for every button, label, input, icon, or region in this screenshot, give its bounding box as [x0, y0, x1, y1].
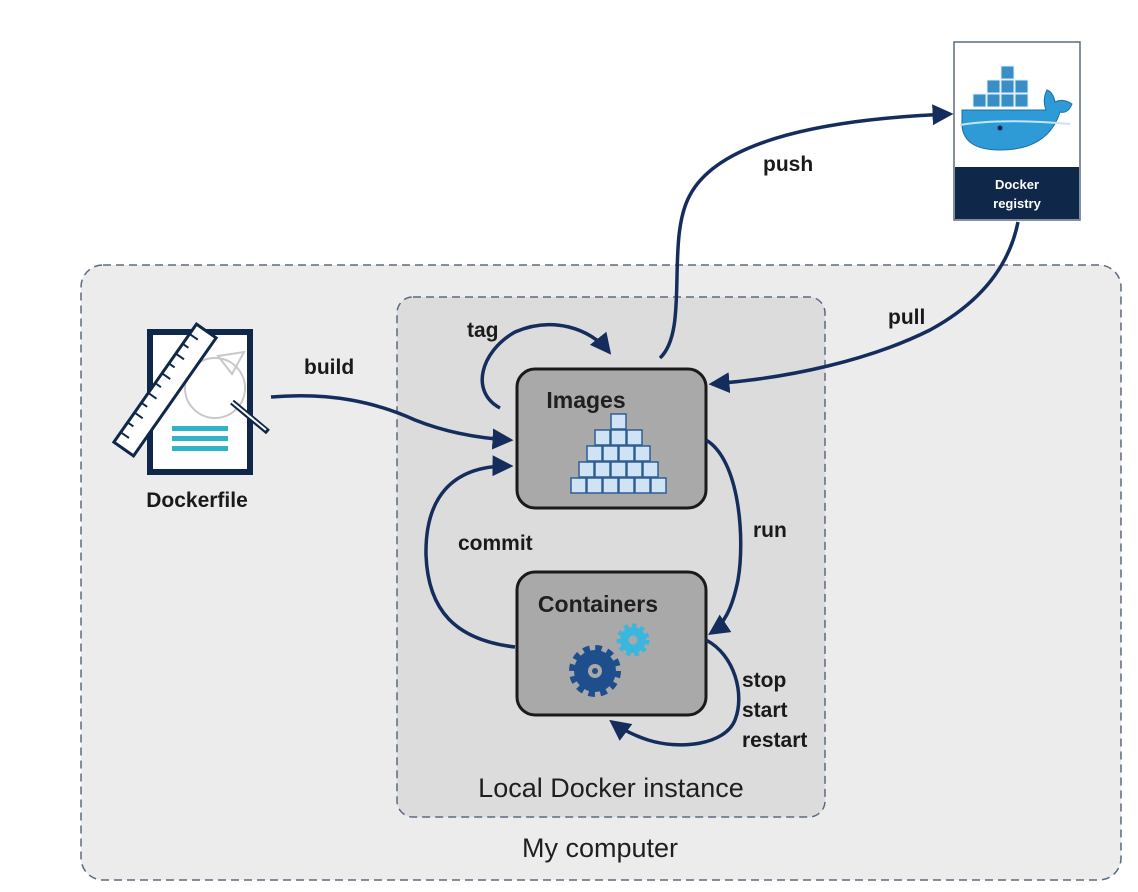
stacked-cubes-icon — [570, 413, 667, 494]
dockerfile-document-icon — [111, 322, 270, 475]
docker-whale-icon — [959, 65, 1073, 151]
tag-label: tag — [467, 319, 499, 342]
restart-label: restart — [742, 729, 807, 752]
start-label: start — [742, 699, 788, 722]
small-gear-icon — [616, 623, 650, 657]
commit-label: commit — [458, 532, 533, 555]
pull-label: pull — [888, 306, 925, 329]
pull-arrow: pull — [708, 221, 1020, 394]
containers-node[interactable]: Containers — [515, 570, 708, 717]
tag-arrow: tag — [467, 319, 612, 410]
build-arrow: build — [270, 356, 514, 450]
stop-start-restart-arrow: stop start restart — [609, 638, 807, 752]
dockerfile-label: Dockerfile — [146, 489, 248, 512]
dockerfile-node[interactable]: Dockerfile — [111, 322, 270, 512]
docker-registry-node[interactable]: Docker registry — [953, 41, 1081, 221]
stop-label: stop — [742, 669, 786, 692]
images-node[interactable]: Images — [515, 367, 708, 510]
large-gear-icon — [569, 645, 621, 697]
registry-label-line2: registry — [993, 196, 1041, 211]
push-arrow: push — [658, 104, 954, 360]
run-arrow: run — [705, 438, 787, 635]
run-label: run — [753, 519, 787, 542]
commit-arrow: commit — [424, 455, 533, 649]
push-label: push — [763, 153, 813, 176]
local-docker-instance-region: Local Docker instance — [396, 296, 826, 818]
registry-label-line1: Docker — [995, 177, 1039, 192]
build-label: build — [304, 356, 354, 379]
containers-label: Containers — [538, 591, 658, 617]
local-docker-instance-label: Local Docker instance — [478, 773, 744, 803]
images-label: Images — [546, 387, 625, 413]
my-computer-label: My computer — [522, 833, 678, 863]
